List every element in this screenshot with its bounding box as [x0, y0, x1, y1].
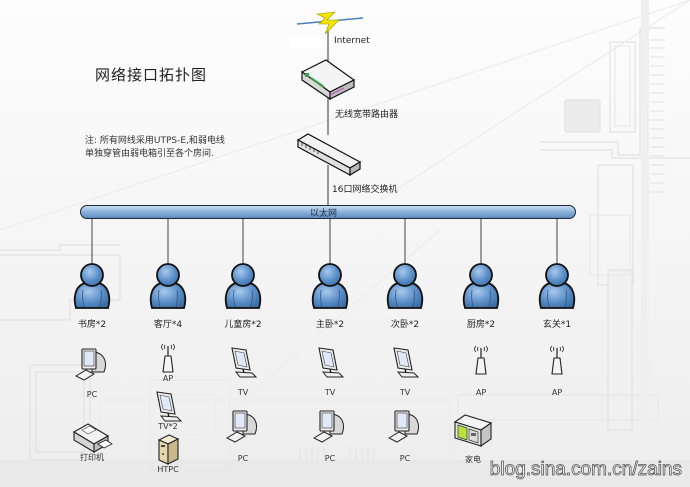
access-point-icon[interactable]	[158, 342, 178, 378]
appliance-icon[interactable]	[451, 412, 495, 452]
device-label: HTPC	[157, 465, 179, 474]
pc-icon[interactable]	[74, 346, 110, 386]
device-label: PC	[237, 454, 249, 463]
device-label: TV	[324, 388, 336, 397]
room-label: 主卧*2	[315, 320, 345, 330]
tv-icon[interactable]	[228, 346, 258, 384]
user-icon[interactable]	[310, 262, 350, 314]
device-label: TV	[237, 388, 249, 397]
router-icon[interactable]	[300, 58, 356, 100]
pc-icon[interactable]	[312, 408, 348, 448]
user-icon[interactable]	[223, 262, 263, 314]
user-icon[interactable]	[385, 262, 425, 314]
router-label: 无线宽带路由器	[335, 110, 399, 120]
printer-icon[interactable]	[70, 420, 114, 458]
device-label: PC	[324, 454, 336, 463]
tv-icon[interactable]	[315, 346, 345, 384]
pc-icon[interactable]	[225, 408, 261, 448]
tv-icon[interactable]	[390, 346, 420, 384]
access-point-icon[interactable]	[547, 344, 567, 380]
htpc-tower-icon[interactable]	[155, 432, 181, 470]
device-label: PC	[86, 390, 98, 399]
room-label: 书房*2	[77, 320, 107, 330]
user-icon[interactable]	[148, 262, 188, 314]
pc-icon[interactable]	[387, 408, 423, 448]
device-label: 家电	[465, 455, 481, 464]
note-line-2: 单独穿管由弱电箱引至各个房间.	[85, 149, 214, 159]
wiring-note: 注: 所有网线采用UTPS-E,和弱电线 单独穿管由弱电箱引至各个房间.	[85, 135, 225, 161]
watermark: blog.sina.com.cn/zains	[489, 459, 682, 481]
switch-label: 16口网络交换机	[332, 185, 398, 195]
access-point-icon[interactable]	[471, 344, 491, 380]
lightning-bolt-icon	[296, 11, 364, 35]
device-label: AP	[475, 388, 487, 397]
switch-icon[interactable]	[296, 132, 362, 176]
room-label: 客厅*4	[153, 320, 183, 330]
diagram-title: 网络接口拓扑图	[95, 66, 208, 84]
tv-icon[interactable]	[153, 390, 183, 428]
device-label: AP	[551, 388, 563, 397]
room-label: 厨房*2	[466, 320, 496, 330]
device-label: TV*2	[158, 422, 178, 431]
room-label: 玄关*1	[542, 320, 572, 330]
room-label: 次卧*2	[390, 320, 420, 330]
ethernet-bus	[80, 205, 576, 219]
note-line-1: 注: 所有网线采用UTPS-E,和弱电线	[85, 136, 225, 146]
user-icon[interactable]	[461, 262, 501, 314]
user-icon[interactable]	[72, 262, 112, 314]
device-label: AP	[162, 374, 174, 383]
user-icon[interactable]	[537, 262, 577, 314]
room-label: 儿童房*2	[224, 320, 262, 330]
internet-label: Internet	[334, 36, 370, 46]
device-label: 打印机	[80, 453, 104, 462]
device-label: PC	[399, 454, 411, 463]
device-label: TV	[399, 388, 411, 397]
ethernet-bus-label: 以太网	[310, 209, 338, 219]
